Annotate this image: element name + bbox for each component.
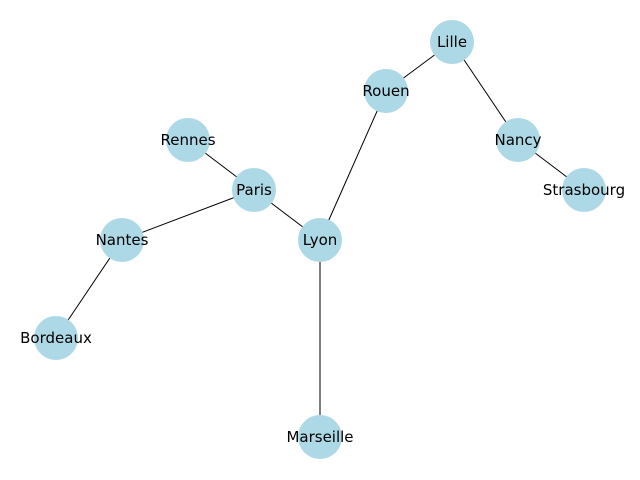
edge-paris-nantes xyxy=(121,189,255,241)
node-marseille: Marseille xyxy=(286,415,354,459)
node-circle-marseille xyxy=(298,415,342,459)
node-circle-lyon xyxy=(298,218,342,262)
node-paris: Paris xyxy=(232,168,276,212)
node-circle-strasbourg xyxy=(562,168,606,212)
node-circle-paris xyxy=(232,168,276,212)
node-circle-nancy xyxy=(496,118,540,162)
node-circle-rennes xyxy=(166,118,210,162)
node-circle-bordeaux xyxy=(34,316,78,360)
node-label-lille: Lille xyxy=(437,33,467,51)
node-circle-lille xyxy=(430,20,474,64)
node-rennes: Rennes xyxy=(160,118,216,162)
node-label-paris: Paris xyxy=(236,181,272,199)
node-circle-nantes xyxy=(100,218,144,262)
node-circle-rouen xyxy=(364,69,408,113)
node-lille: Lille xyxy=(430,20,474,64)
node-lyon: Lyon xyxy=(298,218,342,262)
node-strasbourg: Strasbourg xyxy=(543,168,625,212)
node-nantes: Nantes xyxy=(96,218,149,262)
node-label-lyon: Lyon xyxy=(303,231,338,249)
node-bordeaux: Bordeaux xyxy=(20,316,92,360)
node-label-nancy: Nancy xyxy=(494,131,541,149)
node-label-marseille: Marseille xyxy=(286,428,353,446)
node-label-rennes: Rennes xyxy=(160,131,215,149)
node-rouen: Rouen xyxy=(362,69,410,113)
node-label-bordeaux: Bordeaux xyxy=(20,329,92,347)
node-label-strasbourg: Strasbourg xyxy=(543,181,625,199)
edge-lyon-rouen xyxy=(319,90,387,241)
node-label-rouen: Rouen xyxy=(362,82,409,100)
node-nancy: Nancy xyxy=(494,118,542,162)
node-label-nantes: Nantes xyxy=(96,231,149,249)
